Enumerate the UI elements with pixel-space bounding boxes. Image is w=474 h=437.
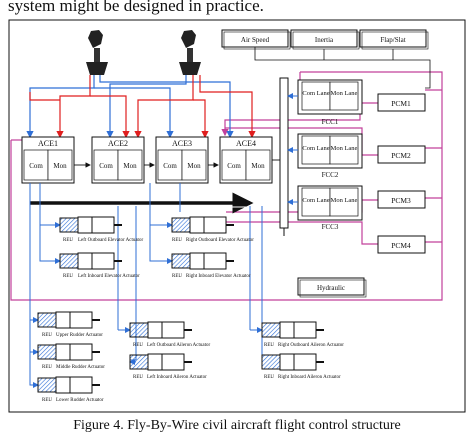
pcm-label: PCM4: [391, 241, 411, 250]
actuator-code: REU: [42, 398, 52, 403]
actuator-label: Upper Rudder Actuator: [56, 333, 103, 338]
actuator-code: REU: [63, 238, 73, 243]
sensor-air-speed: Air Speed: [221, 29, 291, 50]
pcm-unit: PCM2: [377, 145, 426, 164]
mon-label: Mon: [187, 162, 201, 170]
actuator-label: Lower Rudder Actuator: [56, 398, 104, 403]
actuator-left-outboard-aileron: REU Left Outboard Aileron Actuator: [118, 321, 211, 348]
com-label: Com: [29, 162, 43, 170]
actuator-left-inboard-elevator: REU Left Inboard Elevator Actuator: [39, 225, 140, 279]
actuator-right-outboard-aileron: REU Right Outboard Aileron Actuator: [250, 321, 344, 348]
actuator-label: Left Outboard Aileron Actuator: [147, 343, 211, 348]
actuator-code: REU: [264, 375, 274, 380]
fcc-unit: Com Lane Mon Lane FCC2: [297, 133, 363, 179]
ace-unit: ACE3 Com Mon: [155, 136, 209, 184]
pcm-unit: PCM4: [377, 235, 426, 254]
pilot-command-wiring: [26, 75, 256, 139]
pcm-label: PCM1: [391, 99, 411, 108]
com-lane-label: Com Lane: [302, 90, 329, 97]
sensor-label: Flap/Slat: [380, 36, 405, 44]
mon-label: Mon: [53, 162, 67, 170]
pcm-label: PCM2: [391, 151, 411, 160]
fcc-label: FCC3: [322, 223, 339, 231]
fcc-label: FCC1: [322, 118, 339, 126]
actuator-label: Right Outboard Aileron Actuator: [278, 343, 344, 348]
mon-lane-label: Mon Lane: [331, 90, 358, 97]
mon-label: Mon: [123, 162, 137, 170]
data-bus: [29, 183, 263, 362]
fcc-label: FCC2: [322, 171, 339, 179]
pcm-label: PCM3: [391, 196, 411, 205]
diagram-frame: [8, 19, 466, 413]
actuator-right-inboard-aileron: REU Right Inboard Aileron Actuator: [261, 353, 341, 380]
pcm-unit: PCM3: [377, 190, 426, 209]
ace-label: ACE4: [236, 139, 256, 148]
actuator-code: REU: [172, 274, 182, 279]
actuator-label: Left Inboard Aileron Actuator: [147, 375, 207, 380]
mon-lane-label: Mon Lane: [331, 145, 358, 152]
actuator-label: Right Inboard Aileron Actuator: [278, 375, 341, 380]
sensor-flap-slat: Flap/Slat: [359, 29, 429, 50]
fcc-unit: Com Lane Mon Lane FCC3: [297, 185, 363, 231]
hydraulic-supply: Hydraulic: [297, 277, 367, 298]
ace-unit: ACE1 Com Mon: [21, 136, 75, 184]
fcc-to-ace-wiring: [287, 93, 298, 205]
ace-label: ACE3: [172, 139, 192, 148]
com-lane-label: Com Lane: [302, 197, 329, 204]
com-label: Com: [99, 162, 113, 170]
ace-label: ACE2: [108, 139, 128, 148]
fcc-unit: Com Lane Mon Lane FCC1: [297, 79, 363, 126]
actuator-code: REU: [133, 375, 143, 380]
fcc-column: [279, 77, 289, 236]
pcm-unit: PCM1: [377, 93, 426, 112]
actuator-lower-rudder: REU Lower Rudder Actuator: [29, 320, 104, 403]
ace-unit: ACE2 Com Mon: [91, 136, 145, 184]
mon-lane-label: Mon Lane: [331, 197, 358, 204]
actuator-left-outboard-elevator: REU Left Outboard Elevator Actuator: [39, 212, 143, 243]
actuator-right-inboard-elevator: REU Right Inboard Elevator Actuator: [149, 225, 251, 279]
com-label: Com: [163, 162, 177, 170]
actuator-middle-rudder: REU Middle Rudder Actuator: [30, 343, 105, 370]
ace-label: ACE1: [38, 139, 58, 148]
actuator-label: Right Outboard Elevator Actuator: [186, 238, 254, 243]
actuator-right-outboard-elevator: REU Right Outboard Elevator Actuator: [149, 212, 254, 243]
actuator-code: REU: [42, 333, 52, 338]
actuator-label: Left Outboard Elevator Actuator: [78, 238, 143, 243]
hydraulic-label: Hydraulic: [317, 284, 345, 292]
com-label: Com: [227, 162, 241, 170]
actuator-code: REU: [42, 365, 52, 370]
right-sidestick-icon: [179, 30, 201, 75]
actuator-left-inboard-aileron: REU Left Inboard Aileron Actuator: [129, 353, 207, 380]
intro-text: system might be designed in practice.: [8, 0, 264, 15]
sensor-label: Inertia: [315, 36, 334, 44]
actuator-label: Right Inboard Elevator Actuator: [186, 274, 251, 279]
actuator-label: Middle Rudder Actuator: [56, 365, 105, 370]
sensor-wiring: [254, 47, 431, 89]
figure-caption: Figure 4. Fly-By-Wire civil aircraft fli…: [73, 418, 401, 433]
mon-label: Mon: [251, 162, 265, 170]
actuator-code: REU: [63, 274, 73, 279]
sensor-label: Air Speed: [241, 36, 270, 44]
actuator-upper-rudder: REU Upper Rudder Actuator: [30, 311, 103, 338]
com-lane-label: Com Lane: [302, 145, 329, 152]
actuator-code: REU: [172, 238, 182, 243]
actuator-code: REU: [133, 343, 143, 348]
ace-unit: ACE4 Com Mon: [219, 136, 273, 184]
sensor-inertia: Inertia: [290, 29, 360, 50]
left-sidestick-icon: [86, 30, 108, 75]
actuator-label: Left Inboard Elevator Actuator: [78, 274, 140, 279]
actuator-code: REU: [264, 343, 274, 348]
